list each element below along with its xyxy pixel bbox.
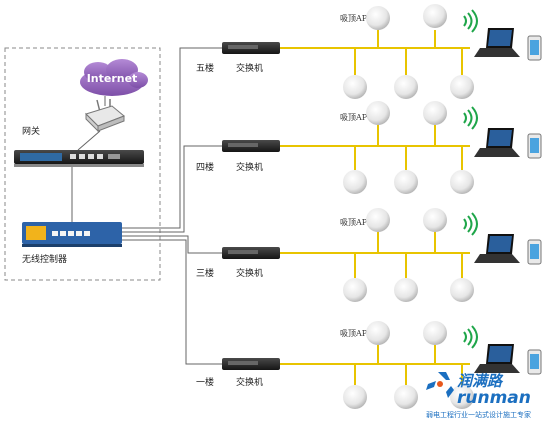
laptop-icon [474,28,520,57]
floor-5-group: 五楼 交换机 吸顶AP [196,4,542,99]
logo-name: 润满路 [457,372,504,390]
ap-label: 吸顶AP [340,218,368,227]
laptop-icon [474,234,520,263]
switch-icon [222,140,280,152]
switch-label: 交换机 [236,161,263,173]
wifi-signal-icon [463,9,478,33]
switch-label: 交换机 [236,62,263,74]
ceiling-ap-icon [450,170,474,194]
internet-label: Internet [87,72,138,85]
floor-5-label: 五楼 [196,62,214,74]
ceiling-ap-icon [366,208,390,232]
ceiling-ap-icon [394,278,418,302]
router-icon [85,99,125,133]
wifi-signal-icon [463,212,478,236]
ceiling-ap-icon [394,385,418,409]
ceiling-ap-icon [394,75,418,99]
switch-icon [222,247,280,259]
uplink-cables [122,47,223,365]
ap-label: 吸顶AP [340,329,368,338]
floor-1-label: 一楼 [196,376,214,388]
ap-label: 吸顶AP [340,14,368,23]
phone-icon [527,349,542,375]
switch-icon [222,358,280,370]
switch-label: 交换机 [236,267,263,279]
floor-3-label: 三楼 [196,267,214,279]
switch-icon [222,42,280,54]
floor-3-group: 三楼 交换机 吸顶AP [196,208,542,302]
wifi-signal-icon [463,325,478,349]
controller-label: 无线控制器 [22,253,67,265]
ceiling-ap-icon [423,208,447,232]
ceiling-ap-icon [343,385,367,409]
logo-tagline: 弱电工程行业一站式设计施工专家 [426,410,531,419]
phone-icon [527,239,542,265]
internet-cloud-icon [80,59,148,96]
core-network-boundary [4,47,161,281]
ceiling-ap-icon [366,101,390,125]
phone-icon [527,35,542,61]
ceiling-ap-icon [343,75,367,99]
cross-logo-icon [426,372,454,398]
ceiling-ap-icon [394,170,418,194]
wireless-controller-icon [22,222,122,247]
ceiling-ap-icon [450,75,474,99]
switch-label: 交换机 [236,376,263,388]
logo-brand: runman [457,388,531,408]
phone-icon [527,133,542,159]
floor-4-group: 四楼 交换机 吸顶AP [196,101,542,194]
ceiling-ap-icon [423,321,447,345]
ceiling-ap-icon [343,170,367,194]
gateway-label: 网关 [22,125,40,137]
gateway-device-icon [14,150,144,167]
runman-logo: 润满路 runman 弱电工程行业一站式设计施工专家 [426,372,531,419]
wifi-signal-icon [463,106,478,130]
ceiling-ap-icon [450,278,474,302]
ceiling-ap-icon [423,4,447,28]
ceiling-ap-icon [366,6,390,30]
ceiling-ap-icon [343,278,367,302]
ceiling-ap-icon [450,385,474,409]
ceiling-ap-icon [366,321,390,345]
ap-label: 吸顶AP [340,113,368,122]
laptop-icon [474,128,520,157]
floor-1-group: 一楼 交换机 吸顶AP [196,321,542,409]
ceiling-ap-icon [423,101,447,125]
floor-4-label: 四楼 [196,161,214,173]
laptop-icon [474,344,520,373]
